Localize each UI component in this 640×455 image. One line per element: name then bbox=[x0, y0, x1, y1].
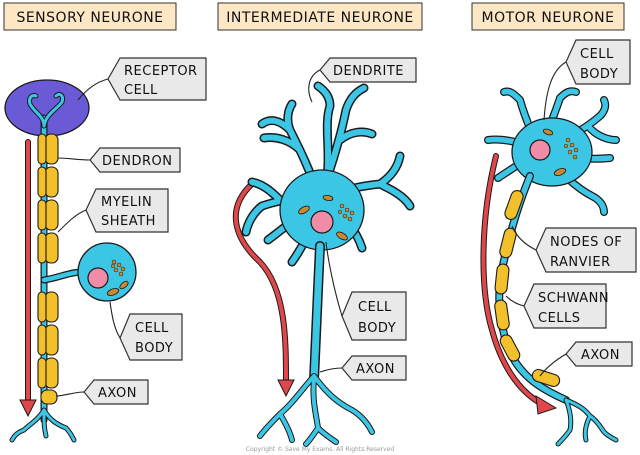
intermediate-impulse-arrow bbox=[232, 181, 295, 398]
svg-text:RANVIER: RANVIER bbox=[550, 255, 611, 270]
label-nodes-of-ranvier: NODES OF RANVIER bbox=[511, 225, 637, 273]
label-schwann-cells: SCHWANN CELLS bbox=[505, 283, 609, 329]
intermediate-nucleus bbox=[310, 210, 334, 234]
svg-text:DENDRITE: DENDRITE bbox=[333, 64, 404, 79]
svg-text:CELL: CELL bbox=[135, 321, 169, 336]
svg-text:MYELIN: MYELIN bbox=[101, 195, 152, 210]
label-receptor-cell: RECEPTOR CELL bbox=[77, 57, 207, 101]
motor-nucleus bbox=[529, 139, 551, 161]
sensory-cell-body bbox=[77, 242, 137, 302]
title-motor-neurone: MOTOR NEURONE bbox=[471, 2, 625, 31]
svg-text:SENSORY NEURONE: SENSORY NEURONE bbox=[16, 10, 163, 26]
label-motor-cell-body: CELL BODY bbox=[543, 39, 631, 121]
schwann-cells bbox=[494, 189, 561, 388]
svg-text:AXON: AXON bbox=[98, 386, 137, 401]
label-motor-axon: AXON bbox=[539, 341, 633, 377]
motor-impulse-arrow bbox=[480, 153, 558, 415]
label-intermediate-axon: AXON bbox=[319, 355, 407, 381]
svg-text:INTERMEDIATE NEURONE: INTERMEDIATE NEURONE bbox=[226, 10, 414, 26]
label-myelin-sheath: MYELIN SHEATH bbox=[57, 188, 169, 233]
label-dendron: DENDRON bbox=[57, 147, 181, 173]
motor-neurone bbox=[480, 87, 620, 447]
svg-text:BODY: BODY bbox=[135, 341, 173, 356]
svg-text:SHEATH: SHEATH bbox=[101, 214, 156, 229]
svg-text:AXON: AXON bbox=[581, 348, 620, 363]
svg-text:CELL: CELL bbox=[580, 47, 614, 62]
svg-text:BODY: BODY bbox=[358, 321, 396, 336]
motor-cell-body bbox=[511, 117, 593, 187]
sensory-nucleus bbox=[87, 267, 109, 289]
svg-text:MOTOR NEURONE: MOTOR NEURONE bbox=[482, 10, 615, 26]
svg-text:AXON: AXON bbox=[356, 362, 395, 377]
label-dendrite: DENDRITE bbox=[308, 57, 417, 103]
copyright-credit: Copyright © Save My Exams. All Rights Re… bbox=[246, 446, 395, 453]
svg-text:CELL: CELL bbox=[358, 300, 392, 315]
svg-text:CELLS: CELLS bbox=[538, 311, 581, 326]
svg-text:DENDRON: DENDRON bbox=[102, 154, 172, 169]
label-sensory-cell-body: CELL BODY bbox=[109, 301, 183, 361]
sensory-neurone bbox=[4, 79, 137, 443]
title-intermediate-neurone: INTERMEDIATE NEURONE bbox=[217, 2, 423, 31]
title-sensory-neurone: SENSORY NEURONE bbox=[3, 2, 177, 31]
sensory-impulse-arrow bbox=[19, 139, 37, 418]
svg-text:NODES OF: NODES OF bbox=[550, 235, 622, 250]
svg-text:SCHWANN: SCHWANN bbox=[538, 291, 609, 306]
svg-text:RECEPTOR: RECEPTOR bbox=[124, 64, 198, 79]
svg-text:BODY: BODY bbox=[580, 67, 618, 82]
intermediate-neurone bbox=[232, 81, 415, 447]
label-intermediate-cell-body: CELL BODY bbox=[325, 241, 407, 341]
svg-text:CELL: CELL bbox=[124, 83, 158, 98]
label-sensory-axon: AXON bbox=[55, 379, 149, 405]
